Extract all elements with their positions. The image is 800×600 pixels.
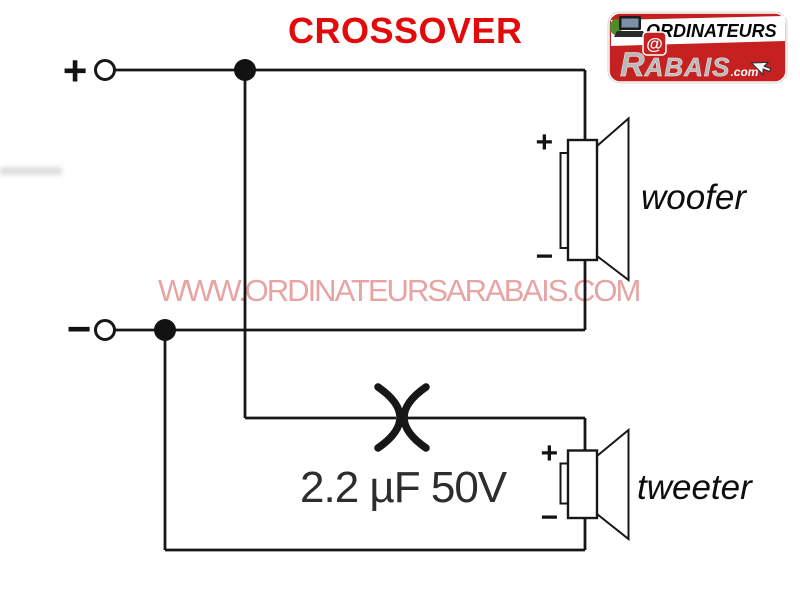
brand-text: RABAIS.com — [620, 46, 759, 84]
page-title: CROSSOVER — [288, 10, 523, 51]
logo-top-text: ORDINATEURS — [646, 21, 777, 41]
tweeter-body — [566, 449, 599, 520]
woofer-symbol — [559, 116, 630, 283]
at-badge — [642, 31, 667, 56]
tweeter-symbol — [559, 427, 630, 542]
tweeter-label: tweeter — [637, 468, 753, 507]
brand-rest: ABAIS — [644, 52, 731, 82]
tweeter-cone — [596, 427, 630, 542]
logo-outer-edge — [607, 11, 788, 84]
capacitor-left-plate — [374, 383, 404, 452]
tweeter-plus-label: + — [540, 437, 558, 470]
computer-icon — [610, 16, 646, 37]
cursor-icon — [749, 61, 772, 76]
input-minus-label: − — [66, 305, 91, 352]
woofer-body — [566, 138, 599, 262]
capacitor-right-plate — [400, 383, 430, 452]
watermark-text: WWW.ORDINATEURSARABAIS.COM — [158, 273, 641, 308]
input-plus-label: + — [62, 47, 87, 94]
monitor-screen — [621, 18, 639, 28]
tweeter-minus-label: − — [540, 501, 558, 534]
at-symbol: @ — [646, 35, 663, 54]
woofer-plus-label: + — [535, 126, 553, 159]
capacitor-symbol — [374, 383, 430, 452]
junction-dot-bottom — [154, 319, 176, 341]
woofer-minus-label: − — [535, 240, 553, 273]
ordinateurs-rabais-logo: ORDINATEURS @ RABAIS.com — [606, 10, 790, 86]
input-terminal-minus — [94, 319, 116, 341]
woofer-label: woofer — [641, 178, 747, 217]
input-terminal-plus — [94, 59, 116, 81]
junction-dot-top — [234, 59, 256, 81]
woofer-cone — [596, 116, 630, 283]
keyboard-icon — [614, 31, 646, 37]
scan-artifact — [0, 167, 62, 175]
brand-initial: R — [620, 46, 645, 84]
brand-suffix: .com — [730, 65, 758, 79]
capacitor-value-label: 2.2 µF 50V — [300, 463, 508, 512]
logo-graphic: ORDINATEURS @ RABAIS.com — [606, 10, 789, 85]
